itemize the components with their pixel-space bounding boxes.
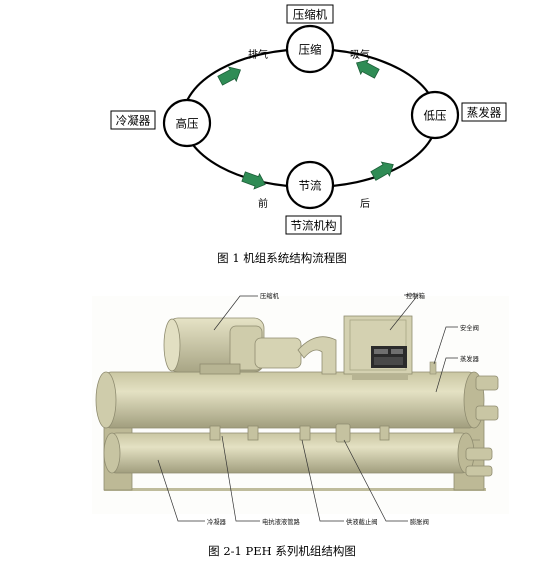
cycle-diagram: 压缩 低压 节流 高压 压缩机 蒸发器 节流机构 冷凝器 [110, 4, 507, 265]
evaporator-shell [95, 371, 485, 429]
node-low-pressure: 低压 [410, 90, 460, 140]
flow-arrow-after-throttle [370, 161, 394, 181]
callout-compressor: 压缩机 [260, 291, 280, 300]
callout-safety-valve: 安全阀 [460, 323, 479, 332]
label-after: 后 [360, 198, 370, 210]
control-box [343, 315, 413, 380]
svg-text:压缩机: 压缩机 [293, 8, 328, 22]
box-evaporator: 蒸发器 [461, 102, 507, 122]
label-before: 前 [258, 197, 268, 210]
label-discharge: 排气 [248, 48, 268, 61]
svg-text:冷凝器: 冷凝器 [116, 114, 151, 128]
flow-arrow-before-throttle [241, 171, 266, 190]
water-nozzles [465, 375, 499, 477]
callout-expansion-valve: 膨胀阀 [410, 517, 429, 526]
callout-condenser: 冷凝器 [207, 517, 227, 526]
figure2-caption: 图 2-1 PEH 系列机组结构图 [208, 544, 356, 558]
label-suction: 吸气 [350, 48, 370, 61]
figure1-caption: 图 1 机组系统结构流程图 [217, 251, 347, 265]
box-throttle-mechanism: 节流机构 [285, 215, 342, 235]
callout-oil-return-pipe: 电抗液液管路 [262, 517, 300, 526]
compressor-body [163, 317, 302, 375]
connecting-pipes [209, 423, 390, 443]
svg-text:蒸发器: 蒸发器 [467, 106, 502, 120]
safety-valve-part [429, 361, 437, 375]
condenser-shell [103, 432, 475, 474]
callout-shutoff-valve: 供液截止阀 [346, 517, 377, 526]
discharge-pipe [297, 336, 337, 375]
node-compress: 压缩 [285, 24, 335, 74]
flow-arrow-discharge [217, 66, 242, 86]
callout-control-box: 控制箱 [406, 291, 425, 300]
callout-evaporator: 蒸发器 [460, 354, 480, 363]
box-compressor: 压缩机 [286, 4, 334, 24]
node-high-pressure: 高压 [162, 98, 212, 148]
svg-text:低压: 低压 [424, 109, 447, 123]
svg-text:高压: 高压 [176, 117, 199, 131]
chiller-photo: 压缩机 控制箱 安全阀 蒸发器 冷凝器 电抗液液管路 供液截止阀 膨胀阀 图 2… [92, 291, 509, 558]
svg-text:节流: 节流 [299, 179, 322, 193]
box-condenser: 冷凝器 [110, 110, 156, 130]
callout-lines [157, 294, 458, 522]
flow-arrow-suction [355, 59, 380, 79]
svg-text:节流机构: 节流机构 [291, 219, 337, 233]
node-throttle: 节流 [285, 160, 335, 210]
svg-text:压缩: 压缩 [299, 43, 322, 57]
